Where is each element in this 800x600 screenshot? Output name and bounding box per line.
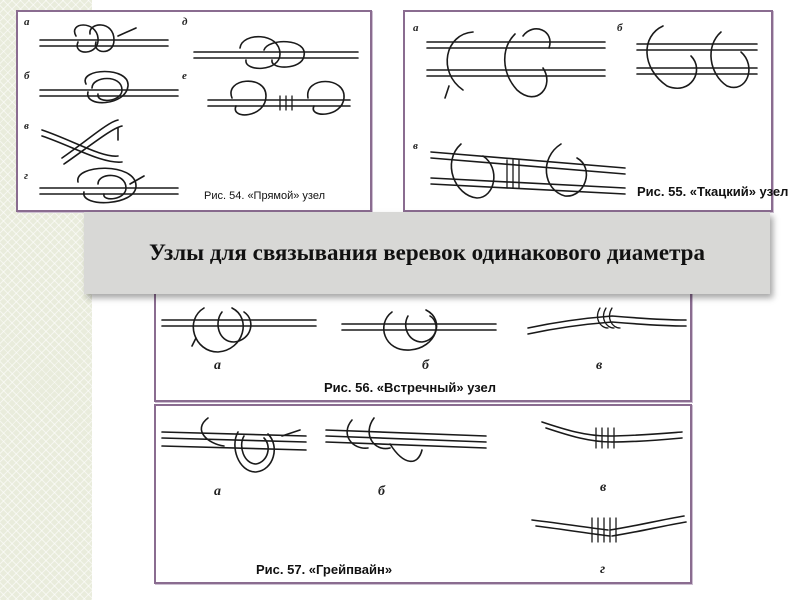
- figure-57-label-v: в: [600, 480, 607, 495]
- figure-55-label-v: в: [413, 140, 418, 152]
- figure-55-panel: а б в Рис. 55. «Ткацкий» узел: [403, 10, 788, 212]
- figure-54-label-d: д: [182, 16, 188, 28]
- figure-56-label-a: а: [214, 358, 221, 373]
- figure-54-label-g: г: [24, 170, 29, 182]
- figure-55-label-a: а: [413, 22, 419, 34]
- figure-54-panel: а б в г д е Рис. 54. «Прямой» узел: [16, 10, 372, 212]
- figure-57-drawing: [161, 417, 687, 543]
- figure-54-label-e: е: [182, 70, 187, 82]
- figure-55-caption: Рис. 55. «Ткацкий» узел: [637, 184, 789, 199]
- title-banner: Узлы для связывания веревок одинакового …: [84, 212, 770, 294]
- figure-54-label-a: а: [24, 16, 30, 28]
- figure-56-drawing: [161, 307, 687, 353]
- figure-56-panel: а б в Рис. 56. «Встречный» узел: [154, 288, 692, 402]
- figure-55-label-b: б: [617, 22, 623, 34]
- figure-54-label-v: в: [24, 120, 29, 132]
- figure-56-label-v: в: [596, 358, 603, 373]
- slide-title: Узлы для связывания веревок одинакового …: [149, 240, 705, 265]
- figure-54-caption: Рис. 54. «Прямой» узел: [204, 190, 326, 202]
- figure-55-drawing: [426, 25, 758, 199]
- figure-56-caption: Рис. 56. «Встречный» узел: [324, 380, 497, 395]
- figure-54-drawing: [39, 24, 359, 204]
- figure-57-panel: а б в г Рис. 57. «Грейпвайн»: [154, 404, 692, 584]
- figure-56-label-b: б: [422, 358, 429, 373]
- figure-57-label-a: а: [214, 484, 221, 499]
- figure-57-label-g: г: [600, 562, 606, 577]
- figure-57-caption: Рис. 57. «Грейпвайн»: [256, 562, 393, 577]
- figure-57-label-b: б: [378, 484, 385, 499]
- figure-54-label-b: б: [24, 70, 30, 82]
